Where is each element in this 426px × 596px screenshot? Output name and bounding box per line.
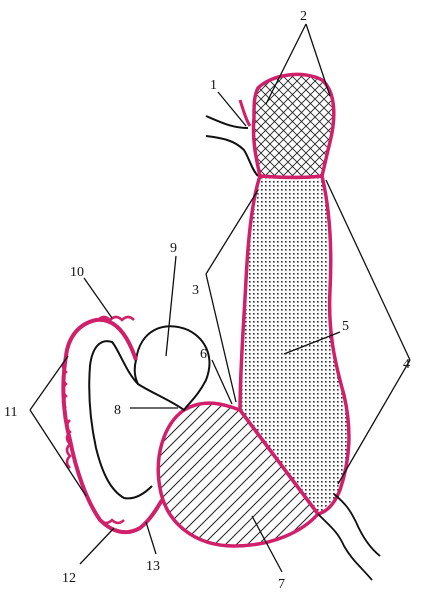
label-4: 4 (403, 357, 410, 372)
label-11: 11 (4, 405, 17, 420)
label-1: 1 (210, 78, 217, 93)
label-9: 9 (170, 241, 177, 256)
label-13: 13 (146, 559, 160, 574)
fundus-region (253, 74, 333, 177)
esophagus-tube (206, 100, 258, 176)
leader-6 (212, 360, 232, 404)
label-6: 6 (200, 347, 207, 362)
label-12: 12 (62, 571, 76, 586)
leader-11b (30, 410, 86, 496)
label-8: 8 (114, 403, 121, 418)
label-7: 7 (278, 577, 285, 592)
label-2: 2 (300, 9, 307, 24)
pyloric-bulb (135, 326, 210, 410)
label-5: 5 (342, 319, 349, 334)
leader-10 (84, 278, 112, 318)
leader-3b (206, 274, 236, 402)
label-3: 3 (192, 283, 199, 298)
label-10: 10 (70, 265, 84, 280)
leader-12 (80, 528, 114, 564)
leader-13 (146, 522, 156, 554)
duodenal-loop-wave (63, 317, 134, 523)
